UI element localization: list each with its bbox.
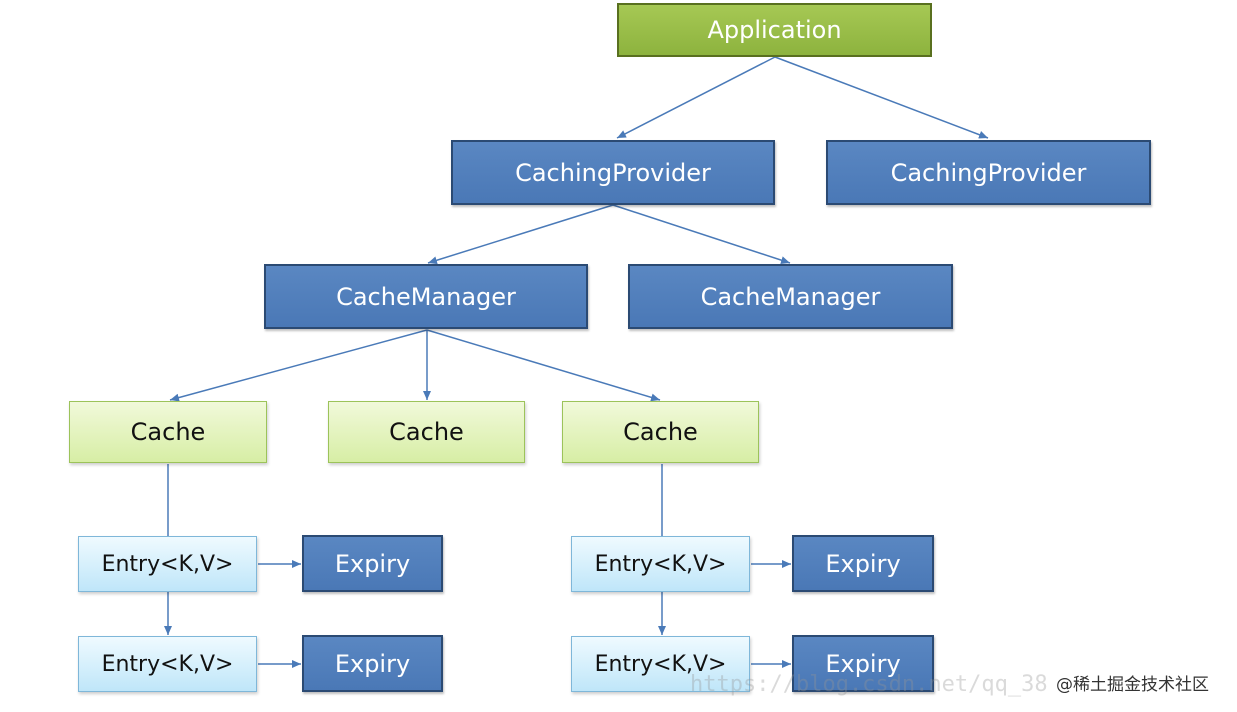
expiry-node-2: Expiry — [302, 635, 443, 692]
expiry-node-3: Expiry — [792, 535, 934, 592]
entry-node-4: Entry<K,V> — [571, 636, 750, 692]
cache-node-2: Cache — [328, 401, 525, 463]
caching-provider-node-1: CachingProvider — [451, 140, 775, 205]
cache-node-3: Cache — [562, 401, 759, 463]
cache-node-1: Cache — [69, 401, 267, 463]
watermark-brand: @稀土掘金技术社区 — [1056, 675, 1209, 695]
cache-manager-node-1: CacheManager — [264, 264, 588, 329]
watermark-url: https://blog.csdn.net/qq_38 — [690, 672, 1048, 697]
edge-manager-cache-1 — [169, 329, 428, 402]
edge-provider-manager-1 — [427, 204, 614, 265]
edge-application-provider-2 — [774, 56, 989, 139]
expiry-node-4: Expiry — [792, 635, 934, 692]
entry-node-3: Entry<K,V> — [571, 536, 750, 592]
entry-node-2: Entry<K,V> — [78, 636, 257, 692]
caching-provider-node-2: CachingProvider — [826, 140, 1151, 205]
cache-manager-node-2: CacheManager — [628, 264, 953, 329]
edge-provider-manager-2 — [612, 204, 791, 264]
edge-application-provider-1 — [616, 56, 776, 139]
application-node: Application — [617, 3, 932, 57]
edge-manager-cache-3 — [426, 329, 661, 402]
entry-node-1: Entry<K,V> — [78, 536, 257, 592]
expiry-node-1: Expiry — [302, 535, 443, 592]
